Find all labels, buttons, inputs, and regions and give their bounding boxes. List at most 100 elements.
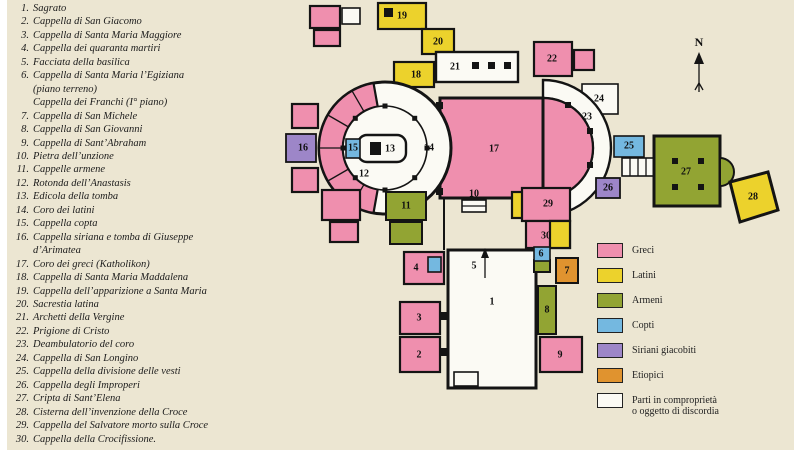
- list-item: 4.Cappella dei quaranta martiri: [9, 42, 279, 55]
- plan-number-7: 7: [565, 265, 570, 276]
- list-item-text: Cripta di Sant’Elena: [33, 393, 121, 405]
- plan-top-rooms: [308, 1, 619, 115]
- legend-swatch: [597, 393, 623, 408]
- plan-number-6: 6: [539, 248, 544, 259]
- legend-swatch: [597, 243, 623, 258]
- list-item: (piano terreno): [9, 83, 279, 96]
- list-item: 23.Deambulatorio del coro: [9, 338, 279, 351]
- plan-number-19: 19: [397, 10, 407, 21]
- list-item-number: 25.: [15, 366, 29, 378]
- list-item: 13.Edicola della tomba: [9, 190, 279, 203]
- list-item: 12. Rotonda dell’Anastasis: [9, 177, 279, 190]
- list-item: 24. Cappella di San Longino: [9, 352, 279, 365]
- list-item: 6.Cappella di Santa Maria l’Egiziana: [9, 69, 279, 82]
- list-item-number: 27.: [15, 393, 29, 405]
- list-item-number: 1.: [21, 3, 29, 14]
- list-item-text: Cappella della divisione delle vesti: [33, 366, 181, 378]
- list-item-number: 5.: [21, 56, 29, 68]
- list-item-text: Pietra dell’unzione: [33, 150, 114, 162]
- plan-number-16: 16: [298, 142, 308, 153]
- list-item: 10.Pietra dell’unzione: [9, 150, 279, 163]
- list-item: 1.Sagrato: [9, 2, 279, 15]
- list-item-number: 24.: [15, 352, 29, 364]
- list-item-number: 28.: [15, 406, 29, 418]
- plan-number-30: 30: [541, 230, 551, 241]
- plan-number-20: 20: [433, 36, 443, 47]
- legend-swatch: [597, 293, 623, 308]
- list-item: 8.Cappella di San Giovanni: [9, 123, 279, 136]
- plan-number-22: 22: [547, 53, 557, 64]
- scan-margin-left: [0, 0, 7, 450]
- list-item-text: Cappella copta: [33, 218, 98, 230]
- list-item-text: Cappella di San Longino: [33, 352, 139, 364]
- list-item-text: Cappella del Salvatore morto sulla Croce: [33, 420, 209, 432]
- list-item-number: 21.: [15, 312, 29, 324]
- list-item-number: 30.: [15, 433, 29, 445]
- list-item: 5.Facciata della basilica: [9, 56, 279, 69]
- list-item-number: 19.: [15, 285, 29, 297]
- list-item-text: Coro dei latini: [33, 204, 95, 216]
- list-item: 2. Cappella di San Giacomo: [9, 15, 279, 28]
- plan-number-27: 27: [681, 166, 691, 177]
- legend-label: Greci: [632, 245, 655, 256]
- list-item-text: Cappella di San Giovanni: [33, 124, 143, 136]
- list-item-number: 9.: [21, 137, 29, 149]
- list-item-text: Sacrestia latina: [33, 298, 99, 310]
- list-item-number: 16.: [15, 231, 29, 243]
- courtyard-group: [398, 198, 584, 390]
- list-item: 20. Sacrestia latina: [9, 298, 279, 311]
- list-item-number: 11.: [16, 164, 29, 176]
- plan-number-29: 29: [543, 198, 553, 209]
- list-item-text: Prigione di Cristo: [33, 325, 110, 337]
- list-item-number: 12.: [15, 177, 29, 189]
- plan-number-25: 25: [624, 140, 634, 151]
- list-item-number: 18.: [15, 272, 29, 284]
- list-item-number: 6.: [21, 70, 29, 82]
- list-item: 16.Cappella siriana e tomba di Giuseppe: [9, 231, 279, 244]
- list-item-text: Cappella di San Giacomo: [33, 16, 142, 28]
- plan-number-8: 8: [545, 304, 550, 315]
- plan-number-4: 4: [414, 262, 419, 273]
- north-label: N: [695, 35, 704, 49]
- list-item-number: 14.: [15, 204, 29, 216]
- list-item-number: 22.: [15, 325, 29, 337]
- plan-number-28: 28: [748, 191, 758, 202]
- list-item-number: 3.: [21, 29, 29, 41]
- plan-number-11: 11: [401, 200, 410, 211]
- list-item: 14. Coro dei latini: [9, 204, 279, 217]
- list-item-text: Cappella di Santa Maria Maggiore: [33, 29, 182, 41]
- list-item-text: Cappella dell’apparizione a Santa Maria: [33, 285, 207, 297]
- plan-number-21: 21: [450, 61, 460, 72]
- list-item-number: 2.: [21, 16, 29, 28]
- list-item-number: 15.: [15, 218, 29, 230]
- legend-swatch: [597, 343, 623, 358]
- list-item: d’Arimatea: [9, 244, 279, 257]
- legend-swatch: [597, 268, 623, 283]
- list-item-number: 26.: [15, 379, 29, 391]
- legend-label: Etiopici: [632, 370, 664, 381]
- list-item-text: Rotonda dell’Anastasis: [33, 177, 131, 189]
- list-item: 18.Cappella di Santa Maria Maddalena: [9, 271, 279, 284]
- crypt-helena: [652, 134, 780, 224]
- scan-margin-right: [794, 0, 800, 450]
- legend-label: Armeni: [632, 295, 663, 306]
- list-item-number: [9, 96, 29, 109]
- list-item-text: Deambulatorio del coro: [33, 339, 135, 351]
- legend-label: Copti: [632, 320, 655, 331]
- list-item-text: Cisterna dell’invenzione della Croce: [33, 406, 188, 418]
- list-item-number: [9, 244, 29, 257]
- list-item: 19. Cappella dell’apparizione a Santa Mar…: [9, 285, 279, 298]
- list-item: Cappella dei Franchi (I° piano): [9, 96, 279, 109]
- legend-swatch: [597, 318, 623, 333]
- list-item-text: Cappelle armene: [33, 164, 106, 176]
- list-item-text: Cappella di Sant’Abraham: [33, 137, 147, 149]
- plan-number-5: 5: [472, 260, 477, 271]
- list-item: 25. Cappella della divisione delle vesti: [9, 365, 279, 378]
- rotunda: [285, 80, 453, 216]
- north-arrow-icon: N: [694, 35, 704, 92]
- list-item-number: 20.: [15, 298, 29, 310]
